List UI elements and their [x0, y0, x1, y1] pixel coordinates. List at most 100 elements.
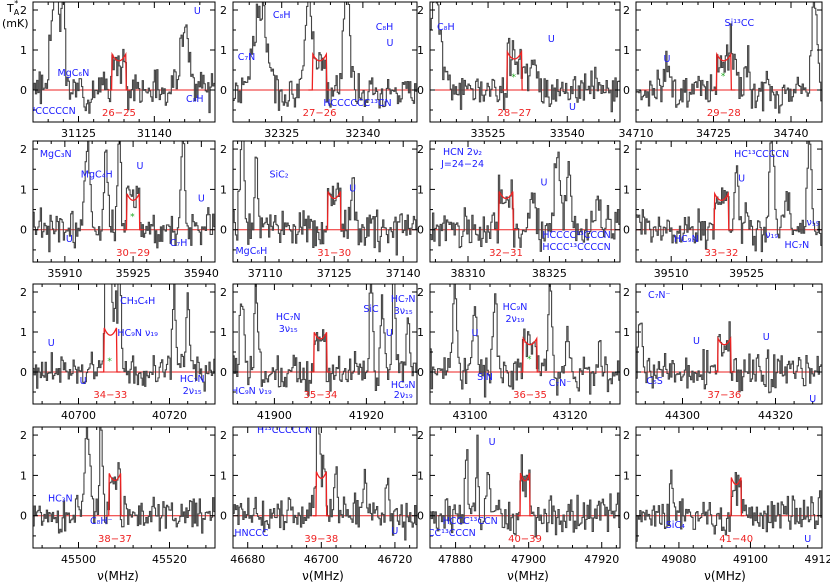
species-label: HC₉N ν₁₉	[117, 328, 158, 339]
species-label: U	[693, 336, 700, 347]
species-label: U	[80, 376, 87, 387]
ylabel-sub: A	[14, 8, 20, 17]
species-label: U	[763, 332, 770, 343]
species-label: HC₇N	[391, 294, 416, 305]
species-label: MgC₃N	[40, 149, 72, 160]
species-label: C₈H	[186, 94, 204, 105]
species-label: U	[548, 34, 555, 45]
x-tick-label: 33540	[550, 127, 585, 140]
y-tick-label: 1	[20, 469, 27, 482]
star-marker: *	[527, 355, 532, 365]
line-profile-fit	[308, 54, 331, 90]
y-tick-label: 1	[220, 183, 227, 196]
x-tick-label: 43100	[453, 409, 488, 422]
x-tick-label: 37110	[248, 267, 283, 280]
x-tick-label: 35925	[116, 267, 151, 280]
species-label: HCCCCCC¹³CN	[323, 98, 391, 109]
x-axis-labels: ν(MHz) ν(MHz) ν(MHz) ν(MHz)	[97, 569, 746, 583]
species-label: MgC₆N	[58, 68, 90, 79]
x-tick-label: 33525	[471, 127, 506, 140]
x-tick-label: 39510	[654, 267, 689, 280]
x-tick-label: 37140	[386, 267, 421, 280]
transition-label: 31−30	[317, 248, 351, 259]
y-tick-label: 1	[220, 44, 227, 57]
x-tick-label: 32340	[345, 127, 380, 140]
x-tick-label: 40720	[152, 409, 187, 422]
panel-frame	[430, 2, 620, 122]
species-label: C₇H	[170, 238, 188, 249]
species-label: U	[48, 338, 55, 349]
transition-label: 30−29	[116, 248, 150, 259]
x-tick-label: 40700	[61, 409, 96, 422]
x-tick-label: 49080	[661, 553, 696, 566]
species-label: Si¹³CC	[725, 18, 755, 29]
y-tick-label: 1	[417, 326, 424, 339]
x-tick-label: 41900	[257, 409, 292, 422]
transition-label: 38−37	[98, 534, 132, 545]
line-profile-fit	[714, 339, 735, 372]
species-label: U	[664, 54, 671, 65]
spectrum-trace	[636, 128, 822, 251]
species-label: U	[386, 38, 393, 49]
y-tick-label: 2	[623, 286, 630, 299]
transition-label: 27−26	[303, 108, 337, 119]
species-label: C₈H	[376, 22, 394, 33]
y-tick-label: 0	[20, 510, 27, 523]
star-marker: *	[107, 357, 112, 367]
species-label: ν₁₉	[765, 230, 778, 241]
x-tick-label: 31125	[61, 127, 96, 140]
species-label: HNCCC	[234, 528, 269, 539]
transition-label: 41−40	[719, 534, 753, 545]
x-tick-label: 45520	[152, 553, 187, 566]
species-label: MgC₆H	[235, 246, 267, 257]
species-label: U	[804, 534, 811, 545]
x-tick-label: 39525	[729, 267, 764, 280]
x-tick-label: 46680	[230, 553, 265, 566]
y-tick-label: 1	[417, 44, 424, 57]
species-label: C₈H	[273, 10, 291, 21]
y-tick-label: 2	[417, 286, 424, 299]
x-tick-label: 46720	[377, 553, 412, 566]
species-label: C₇N⁻	[648, 290, 671, 301]
y-tick-label: 0	[623, 510, 630, 523]
x-tick-label: 31140	[137, 127, 172, 140]
transition-label: 35−34	[303, 390, 337, 401]
y-tick-label: 0	[417, 366, 424, 379]
species-label: U	[738, 173, 745, 184]
line-profile-fit	[105, 473, 124, 515]
species-label: SiC₄	[666, 520, 685, 531]
x-tick-label: 35940	[184, 267, 219, 280]
species-label: HC₇N	[276, 312, 301, 323]
species-label: HC₇N	[785, 240, 810, 251]
species-label: U	[472, 328, 479, 339]
y-tick-label: 0	[623, 366, 630, 379]
y-tick-label: 0	[20, 84, 27, 97]
y-tick-label: 0	[623, 84, 630, 97]
ylabel-sup: *	[14, 0, 18, 8]
x-tick-label: 34740	[774, 127, 809, 140]
species-label: C₈H⁻	[90, 516, 113, 527]
x-tick-label: 35910	[47, 267, 82, 280]
species-label: HC₉N ν₁₉	[231, 386, 272, 397]
x-tick-label: 38310	[451, 267, 486, 280]
species-label: U	[66, 234, 73, 245]
x-tick-label: 47900	[511, 553, 546, 566]
x-tick-label: 47920	[584, 553, 619, 566]
y-tick-label: 0	[220, 84, 227, 97]
y-tick-label: 1	[417, 469, 424, 482]
y-tick-label: 0	[20, 224, 27, 237]
species-label: C₈H	[437, 22, 455, 33]
x-tick-label: 46700	[304, 553, 339, 566]
species-label: SiC₂	[269, 169, 288, 180]
x-tick-label: 49120	[805, 553, 830, 566]
species-label: HC¹³CCCCN	[734, 149, 789, 160]
